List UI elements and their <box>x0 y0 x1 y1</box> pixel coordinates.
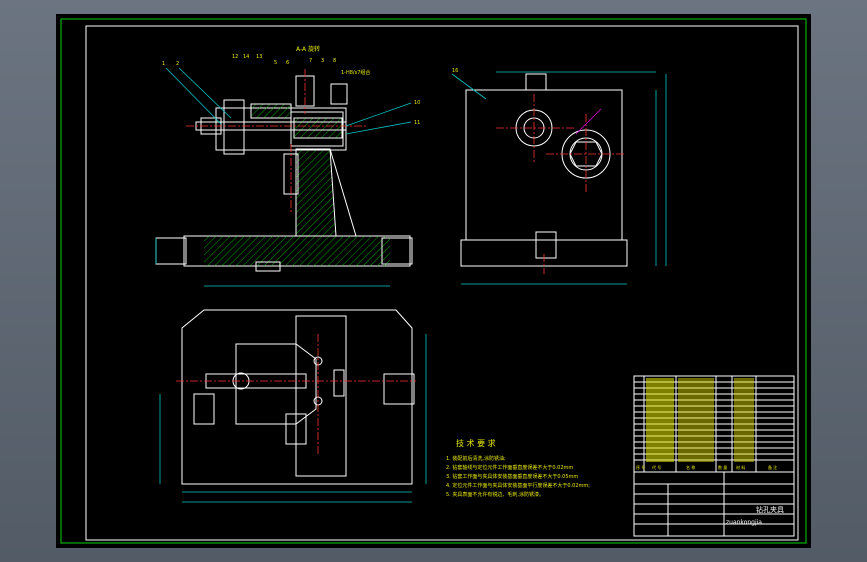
tech-title: 技 术 要 求 <box>456 438 496 448</box>
callout-13: 13 <box>256 54 262 60</box>
col-qty: 数 量 <box>718 464 727 470</box>
col-code: 代 号 <box>652 464 661 470</box>
parts-list: 序 号 代 号 名 称 数 量 材 料 备 注 <box>633 375 795 473</box>
drawing-pinyin: zuankongjia <box>726 519 762 526</box>
callout-1: 1 <box>162 61 165 67</box>
tech-item-5: 5. 夹具表面不允许有锐边、毛刺,涂防锈漆。 <box>446 491 544 498</box>
top-view <box>159 309 427 503</box>
callout-8: 8 <box>333 58 336 64</box>
callout-10: 10 <box>414 100 420 106</box>
tech-item-1: 1. 装配前后清洗,涂防锈油; <box>446 455 506 462</box>
drawing-canvas: A-A 旋转 <box>60 18 807 544</box>
col-name: 名 称 <box>686 464 695 470</box>
callout-12: 12 <box>232 54 238 60</box>
side-view: 16 <box>451 68 667 285</box>
front-section-view: A-A 旋转 <box>155 45 420 287</box>
drawing-name: 钻孔夹具 <box>756 505 784 514</box>
drawing-sheet[interactable]: A-A 旋转 <box>56 14 811 548</box>
callout-2: 2 <box>176 61 179 67</box>
col-seq: 序 号 <box>636 464 645 470</box>
callout-3: 3 <box>321 58 324 64</box>
col-remark: 备 注 <box>768 464 777 470</box>
callout-14: 14 <box>243 54 249 60</box>
callout-note: 1-H8/s7组合 <box>341 69 370 76</box>
title-block: 钻孔夹具 zuankongjia <box>633 471 795 537</box>
callout-6: 6 <box>286 60 289 66</box>
callout-5: 5 <box>274 60 277 66</box>
callout-11: 11 <box>414 120 420 126</box>
inner-border <box>85 25 799 541</box>
tech-item-4: 4. 定位元件工作面与夹具体安装基面平行度误差不大于0.02mm; <box>446 482 590 489</box>
tech-item-2: 2. 钻套轴线与定位元件工作面垂直度误差不大于0.02mm <box>446 464 573 471</box>
tech-item-3: 3. 钻套工作面与夹具体安装基面垂直度误差不大于0.05mm <box>446 473 578 480</box>
callout-7: 7 <box>309 58 312 64</box>
col-material: 材 料 <box>736 464 745 470</box>
sheet-border <box>60 18 807 544</box>
side-callout-16: 16 <box>452 68 458 74</box>
tech-requirements: 技 术 要 求 1. 装配前后清洗,涂防锈油; 2. 钻套轴线与定位元件工作面垂… <box>446 438 590 498</box>
section-label: A-A 旋转 <box>296 45 320 53</box>
